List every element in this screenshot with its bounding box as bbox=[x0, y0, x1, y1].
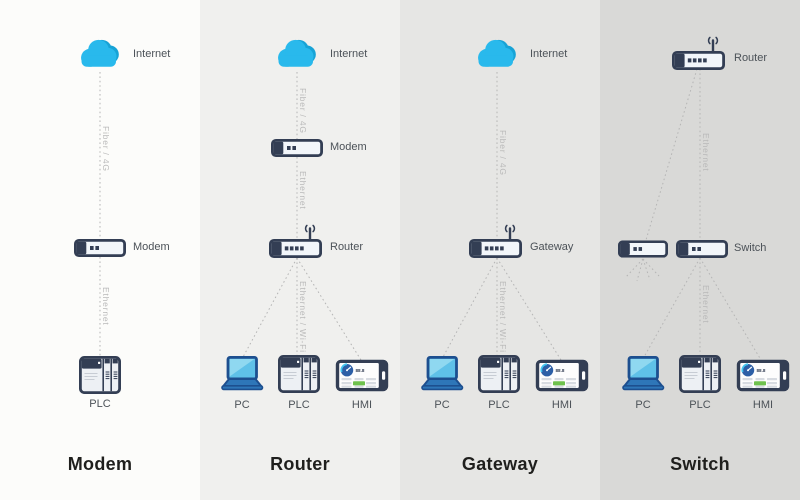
pc-icon bbox=[219, 356, 265, 393]
internet-label: Internet bbox=[530, 48, 568, 60]
hmi-icon: 88.8 bbox=[335, 359, 389, 392]
plc-label: PLC bbox=[288, 399, 310, 411]
link-label-ethernet: Ethernet bbox=[701, 133, 711, 172]
gateway-icon bbox=[469, 224, 525, 258]
gateway-label: Gateway bbox=[530, 241, 574, 253]
hmi-value: 88.8 bbox=[356, 368, 365, 373]
modem-label: Modem bbox=[330, 141, 367, 153]
hmi-label: HMI bbox=[752, 399, 774, 411]
plc-label: PLC bbox=[89, 398, 111, 410]
pc-icon bbox=[620, 356, 666, 393]
plc-icon bbox=[278, 355, 320, 393]
link-label-ethernet-wifi: Ethernet / Wi-Fi bbox=[498, 281, 508, 353]
link-label-fiber-4g: Fiber / 4G bbox=[101, 126, 111, 172]
column-title-modem: Modem bbox=[67, 454, 133, 474]
modem-icon bbox=[271, 139, 323, 157]
hmi-icon: 88.8 bbox=[535, 359, 589, 392]
link-label-ethernet-wifi: Ethernet / Wi-Fi bbox=[298, 281, 308, 353]
internet-label: Internet bbox=[133, 48, 171, 60]
router-label: Router bbox=[734, 52, 768, 64]
modem-icon bbox=[74, 239, 126, 257]
link-label-ethernet: Ethernet bbox=[101, 287, 111, 326]
plc-label: PLC bbox=[689, 399, 711, 411]
hmi-icon: 88.8 bbox=[736, 359, 790, 392]
plc-icon bbox=[478, 355, 520, 393]
internet-cloud-icon bbox=[273, 37, 319, 71]
pc-label: PC bbox=[635, 399, 651, 411]
internet-cloud-icon bbox=[76, 37, 122, 71]
switch-icon-secondary bbox=[618, 240, 668, 258]
link-label-fiber-4g: Fiber / 4G bbox=[298, 88, 308, 134]
hmi-value: 88.8 bbox=[757, 368, 766, 373]
plc-label: PLC bbox=[488, 399, 510, 411]
link-label-fiber-4g: Fiber / 4G bbox=[498, 130, 508, 176]
column-title-gateway: Gateway bbox=[461, 454, 539, 474]
router-icon bbox=[672, 36, 728, 70]
plc-icon bbox=[679, 355, 721, 393]
modem-label: Modem bbox=[133, 241, 170, 253]
switch-icon bbox=[676, 240, 728, 258]
pc-label: PC bbox=[434, 399, 450, 411]
hmi-value: 88.8 bbox=[556, 368, 565, 373]
router-label: Router bbox=[330, 241, 364, 253]
link-label-ethernet: Ethernet bbox=[298, 171, 308, 210]
router-icon bbox=[269, 224, 325, 258]
internet-label: Internet bbox=[330, 48, 368, 60]
hmi-label: HMI bbox=[351, 399, 373, 411]
pc-label: PC bbox=[234, 399, 250, 411]
pc-icon bbox=[419, 356, 465, 393]
hmi-label: HMI bbox=[551, 399, 573, 411]
link-label-ethernet: Ethernet bbox=[701, 285, 711, 324]
switch-label: Switch bbox=[734, 242, 767, 254]
internet-cloud-icon bbox=[473, 37, 519, 71]
column-title-switch: Switch bbox=[670, 454, 730, 474]
plc-icon bbox=[79, 356, 121, 394]
column-title-router: Router bbox=[270, 454, 330, 474]
